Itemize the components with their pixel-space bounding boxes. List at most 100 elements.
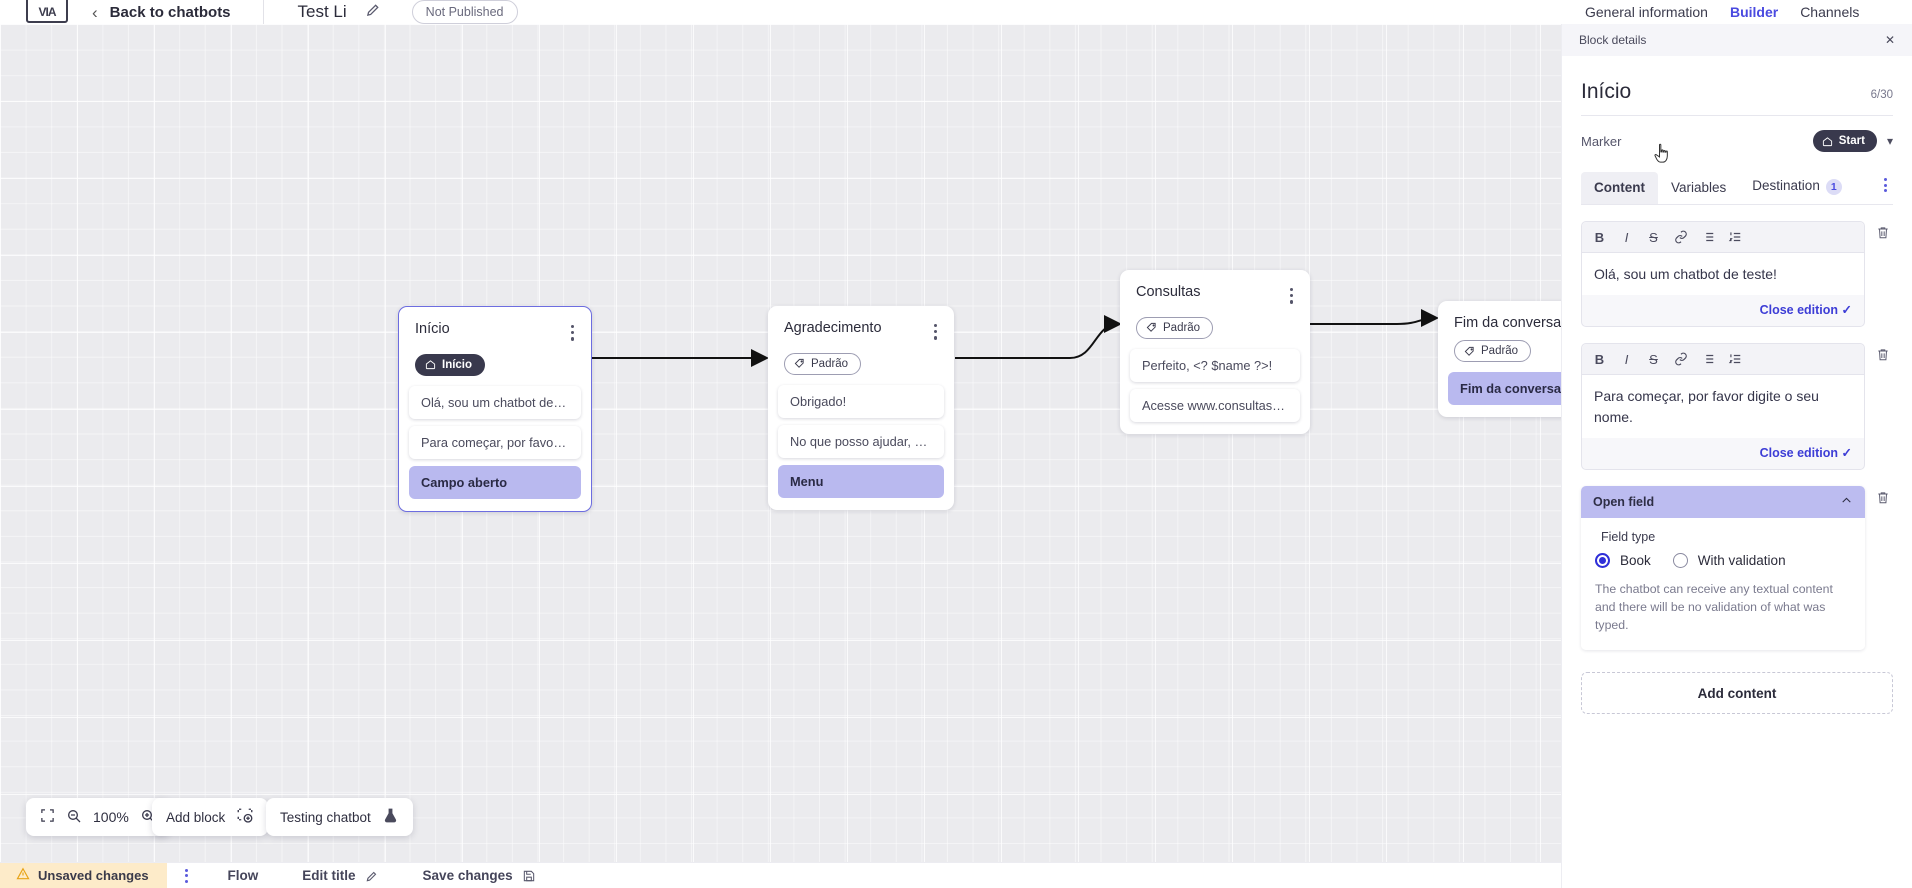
bulleted-list-icon[interactable] bbox=[1694, 348, 1721, 370]
flow-node-inicio[interactable]: Início Início Olá, sou um chatbot de tes… bbox=[398, 306, 592, 512]
panel-tab-content[interactable]: Content bbox=[1581, 172, 1658, 204]
add-content-button[interactable]: Add content bbox=[1581, 672, 1893, 715]
node-row[interactable]: Olá, sou um chatbot de teste! bbox=[409, 385, 581, 419]
panel-block-title: Início bbox=[1581, 80, 1632, 103]
editor-text[interactable]: Para começar, por favor digite o seu nom… bbox=[1582, 375, 1864, 438]
status-menu-kebab-icon[interactable] bbox=[167, 868, 206, 883]
chevron-up-icon[interactable] bbox=[1840, 494, 1853, 510]
panel-char-counter: 6/30 bbox=[1870, 89, 1893, 101]
node-tag-padrao[interactable]: Padrão bbox=[1454, 340, 1532, 362]
edit-pencil-icon[interactable] bbox=[365, 1, 382, 23]
delete-content-icon[interactable] bbox=[1873, 221, 1893, 240]
bulleted-list-icon[interactable] bbox=[1694, 226, 1721, 248]
node-tag-label: Início bbox=[442, 358, 473, 371]
field-type-radio-group: Book With validation bbox=[1595, 552, 1851, 568]
node-title: Consultas bbox=[1136, 284, 1201, 300]
delete-open-field-icon[interactable] bbox=[1873, 486, 1893, 505]
mouse-cursor bbox=[1652, 142, 1672, 171]
panel-tab-variables[interactable]: Variables bbox=[1671, 180, 1727, 195]
add-block-button[interactable]: Add block bbox=[152, 798, 269, 836]
block-details-panel: Block details ✕ Início 6/30 Marker Start… bbox=[1561, 24, 1912, 888]
chevron-down-icon[interactable]: ▾ bbox=[1886, 134, 1893, 148]
edit-title-label: Edit title bbox=[302, 868, 356, 883]
edit-title-button[interactable]: Edit title bbox=[280, 868, 400, 883]
chevron-left-icon[interactable]: ‹ bbox=[92, 2, 98, 22]
node-row[interactable]: No que posso ajudar, <? $name ... bbox=[778, 424, 944, 458]
link-icon[interactable] bbox=[1667, 226, 1694, 248]
node-tag-label: Padrão bbox=[811, 357, 849, 370]
strikethrough-icon[interactable]: S bbox=[1649, 229, 1658, 245]
tab-channels[interactable]: Channels bbox=[1800, 4, 1860, 20]
flow-canvas[interactable]: Início Início Olá, sou um chatbot de tes… bbox=[0, 24, 1561, 862]
node-menu-kebab-icon[interactable] bbox=[931, 320, 940, 344]
node-tag-start[interactable]: Início bbox=[415, 353, 486, 376]
node-row[interactable]: Menu bbox=[778, 464, 944, 498]
close-edition-link[interactable]: Close edition ✓ bbox=[1759, 303, 1852, 318]
delete-content-icon[interactable] bbox=[1873, 343, 1893, 362]
node-tag-padrao[interactable]: Padrão bbox=[784, 352, 862, 375]
italic-icon[interactable]: I bbox=[1624, 229, 1629, 245]
content-editor-block: B I S Para começar, por favor di bbox=[1581, 343, 1893, 470]
flow-node-fim-da-conversa[interactable]: Fim da conversa Padrão Fim da conversa bbox=[1438, 301, 1561, 417]
link-icon[interactable] bbox=[1667, 348, 1694, 370]
radio-book[interactable] bbox=[1595, 552, 1610, 568]
node-header: Fim da conversa bbox=[1438, 301, 1561, 331]
add-block-label: Add block bbox=[166, 809, 226, 825]
marker-start-pill[interactable]: Start bbox=[1812, 130, 1877, 152]
node-tag-padrao[interactable]: Padrão bbox=[1136, 316, 1214, 339]
node-row[interactable]: Para começar, por favor digite o ... bbox=[409, 425, 581, 459]
zoom-level-value: 100% bbox=[93, 809, 129, 825]
numbered-list-icon[interactable] bbox=[1721, 348, 1748, 370]
node-menu-kebab-icon[interactable] bbox=[1287, 284, 1296, 308]
node-row[interactable]: Obrigado! bbox=[778, 384, 944, 418]
editor-text[interactable]: Olá, sou um chatbot de teste! bbox=[1582, 253, 1864, 296]
tag-icon bbox=[1146, 322, 1156, 332]
editor-toolbar: B I S bbox=[1582, 222, 1864, 253]
back-to-chatbots-link[interactable]: Back to chatbots bbox=[109, 3, 231, 21]
node-menu-kebab-icon[interactable] bbox=[568, 321, 577, 345]
italic-icon[interactable]: I bbox=[1624, 351, 1629, 367]
radio-with-validation[interactable] bbox=[1672, 552, 1688, 568]
app-logo-icon[interactable]: VIA bbox=[26, 0, 68, 23]
flow-label: Flow bbox=[227, 868, 259, 883]
close-edition-link[interactable]: Close edition ✓ bbox=[1759, 445, 1852, 460]
field-type-label: Field type bbox=[1601, 529, 1656, 544]
node-tag-row: Padrão bbox=[1438, 331, 1561, 372]
rich-text-editor[interactable]: B I S Olá, sou um chatbot de tes bbox=[1581, 221, 1865, 328]
bold-icon[interactable]: B bbox=[1594, 351, 1605, 367]
save-icon bbox=[523, 870, 534, 881]
tab-general-information[interactable]: General information bbox=[1585, 4, 1708, 20]
home-icon bbox=[425, 360, 436, 370]
zoom-out-icon[interactable] bbox=[66, 808, 82, 827]
flow-button[interactable]: Flow bbox=[206, 868, 281, 883]
tag-icon bbox=[794, 358, 804, 368]
flow-node-agradecimento[interactable]: Agradecimento Padrão Obrigado! No que po… bbox=[768, 306, 954, 510]
node-tag-label: Padrão bbox=[1163, 321, 1201, 334]
node-tag-label: Padrão bbox=[1481, 345, 1519, 357]
open-field-title: Open field bbox=[1593, 494, 1655, 509]
panel-title-row: Início 6/30 bbox=[1581, 56, 1893, 115]
marker-label: Marker bbox=[1581, 133, 1622, 149]
rich-text-editor[interactable]: B I S Para começar, por favor di bbox=[1581, 343, 1865, 470]
testing-chatbot-button[interactable]: Testing chatbot bbox=[266, 798, 413, 836]
flow-node-consultas[interactable]: Consultas Padrão Perfeito, <? $name ?>! … bbox=[1120, 270, 1310, 434]
node-row[interactable]: Perfeito, <? $name ?>! bbox=[1130, 348, 1300, 382]
top-bar: VIA ‹ Back to chatbots Test Li Not Publi… bbox=[0, 0, 1561, 24]
numbered-list-icon[interactable] bbox=[1721, 226, 1748, 248]
panel-more-kebab-icon[interactable] bbox=[1878, 178, 1893, 204]
fit-screen-icon[interactable] bbox=[40, 808, 55, 826]
publish-status-badge: Not Published bbox=[411, 0, 518, 24]
tab-builder[interactable]: Builder bbox=[1729, 4, 1779, 20]
save-changes-button[interactable]: Save changes bbox=[401, 868, 558, 883]
node-row[interactable]: Campo aberto bbox=[409, 465, 581, 499]
node-row[interactable]: Fim da conversa bbox=[1448, 372, 1561, 405]
home-icon bbox=[1822, 136, 1832, 146]
close-icon[interactable]: ✕ bbox=[1884, 33, 1895, 47]
open-field-card[interactable]: Open field Field type Book With validati… bbox=[1581, 485, 1865, 651]
node-row[interactable]: Acesse www.consultas.com par... bbox=[1130, 388, 1300, 422]
strikethrough-icon[interactable]: S bbox=[1649, 351, 1658, 367]
bold-icon[interactable]: B bbox=[1594, 229, 1605, 245]
open-field-header[interactable]: Open field bbox=[1581, 485, 1865, 518]
